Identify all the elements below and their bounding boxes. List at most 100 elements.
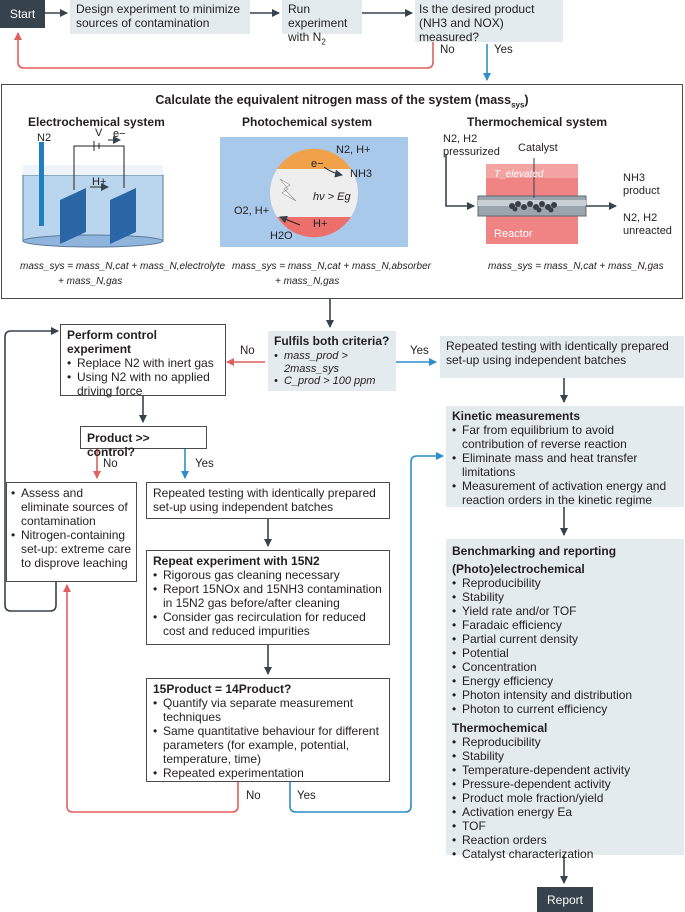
kinetic-item-1: Far from equilibrium to avoid contributi… [452,423,678,451]
bench-thermo-item: Stability [452,749,678,763]
electro-v-label: V [95,127,103,139]
electro-h-label: H+ [92,176,107,188]
product-control-node: Product >> control? [80,426,207,459]
thermo-out-label-1: NH3 [623,172,646,184]
bench-thermo-item: Activation energy Ea [452,805,678,819]
thermo-illustration [445,154,617,244]
arrow-assess-loop [4,327,59,612]
thermo-reactor-label: Reactor [494,228,533,240]
bench-photo-list: Reproducibility Stability Yield rate and… [452,576,678,716]
top-no-label: No [440,44,455,56]
repeated-right-node: Repeated testing with identically prepar… [440,336,684,378]
photo-n2h-label: N2, H+ [336,144,371,156]
bench-photo-item: Photon intensity and distribution [452,688,678,702]
bench-photo-title: (Photo)electrochemical [452,562,585,576]
thermo-telev-label: T_elevated [494,169,544,180]
run-label-2: with N [288,30,322,44]
photo-e-label: e− [311,158,324,170]
thermo-in-label-1: N2, H2 [443,133,478,145]
repeated-mid-node: Repeated testing with identically prepar… [146,482,390,519]
bench-photo-item: Potential [452,646,678,660]
repeated-right-label: Repeated testing with identically prepar… [446,339,669,367]
electro-illustration [22,136,164,248]
product15-title: 15Product = 14Product? [153,682,292,696]
design-label: Design experiment to minimize sources of… [76,2,241,30]
photo-h-label: H+ [313,218,328,230]
mass-panel: Calculate the equivalent nitrogen mass o… [1,84,683,299]
thermo-out-label-4: unreacted [623,225,672,237]
thermo-catalyst-label: Catalyst [518,142,558,154]
repeat15-item-3: Consider gas recirculation for reduced c… [153,610,383,638]
arrow-no-loop [14,32,434,69]
top-yes-label: Yes [494,44,513,56]
bench-thermo-item: Product mole fraction/yield [452,791,678,805]
assess-item-2: Nitrogen-containing set-up: extreme care… [11,528,132,570]
kinetic-item-3: Measurement of activation energy and rea… [452,479,678,507]
product15-no-label: No [246,790,261,802]
assess-item-1: Assess and eliminate sources of contamin… [11,486,132,528]
repeat15-item-2: Report 15NOx and 15NH3 contamination in … [153,582,383,610]
thermo-title: Thermochemical system [467,115,608,129]
run-node: Run experiment with N2 [282,0,362,46]
thermo-out-label-3: N2, H2 [623,212,658,224]
kinetic-title: Kinetic measurements [452,409,581,423]
kinetic-item-2: Eliminate mass and heat transfer limitat… [452,451,678,479]
criteria-item-2: C_prod > 100 ppm [274,375,390,388]
kinetic-node: Kinetic measurements Far from equilibriu… [446,406,684,507]
bench-photo-item: Stability [452,590,678,604]
control-node: Perform control experiment Replace N2 wi… [60,324,226,398]
thermo-formula: mass_sys = mass_N,cat + mass_N,gas [488,261,664,272]
bench-thermo-item: Reproducibility [452,735,678,749]
criteria-item-1: mass_prod > 2mass_sys [274,350,390,375]
photo-hv-label: hν > Eg [313,191,351,203]
product15-item-1: Quantify via separate measurement techni… [153,696,383,724]
photo-o2h-label: O2, H+ [234,205,270,217]
run-label-1: Run experiment [288,2,348,30]
product15-yes-label: Yes [297,790,316,802]
repeat15-item-1: Rigorous gas cleaning necessary [153,568,383,582]
bench-thermo-item: Pressure-dependent activity [452,777,678,791]
arrow-15-yes [289,452,444,813]
bench-title: Benchmarking and reporting [452,544,617,558]
assess-node: Assess and eliminate sources of contamin… [6,482,137,582]
report-node: Report [537,887,593,912]
design-node: Design experiment to minimize sources of… [70,0,250,34]
start-label: Start [9,7,36,21]
control-item-2: Using N2 with no applied driving force [67,370,219,398]
product15-node: 15Product = 14Product? Quantify via sepa… [146,678,390,782]
run-label-sub: 2 [321,37,326,47]
bench-photo-item: Yield rate and/or TOF [452,604,678,618]
bench-thermo-item: Catalyst characterization [452,847,678,861]
electro-title: Electrochemical system [28,115,165,129]
bench-node: Benchmarking and reporting (Photo)electr… [446,539,684,861]
criteria-title: Fulfils both criteria? [274,334,390,348]
product15-item-3: Repeated experimentation [153,766,383,780]
thermo-in-label-2: pressurized [443,146,500,158]
product-question-node: Is the desired product (NH3 and NOX) mea… [415,0,563,44]
electro-formula-2: + mass_N,gas [58,276,123,287]
mass-title: Calculate the equivalent nitrogen mass o… [155,93,529,110]
criteria-no-label: No [240,345,255,357]
control-title: Perform control experiment [67,328,158,356]
report-label: Report [546,892,584,907]
bench-thermo-title: Thermochemical [452,721,548,735]
repeated-mid-label: Repeated testing with identically prepar… [153,486,376,514]
control-item-1: Replace N2 with inert gas [67,356,219,370]
pc-no-label: No [103,458,118,470]
bench-photo-item: Photon to current efficiency [452,702,678,716]
question-line-1: Is the desired product [419,2,535,16]
bench-thermo-item: TOF [452,819,678,833]
pc-yes-label: Yes [195,458,214,470]
start-node: Start [0,0,45,28]
bench-photo-item: Faradaic efficiency [452,618,678,632]
bench-thermo-item: Reaction orders [452,833,678,847]
repeat15-node: Repeat experiment with 15N2 Rigorous gas… [146,550,390,645]
photo-h2o-label: H2O [270,230,293,242]
photo-nh3-label: NH3 [350,168,373,180]
bench-thermo-item: Temperature-dependent activity [452,763,678,777]
question-line-2: (NH3 and NOX) measured? [419,16,504,44]
bench-photo-item: Reproducibility [452,576,678,590]
electro-n2-label: N2 [37,132,52,144]
photo-illustration [220,137,408,247]
